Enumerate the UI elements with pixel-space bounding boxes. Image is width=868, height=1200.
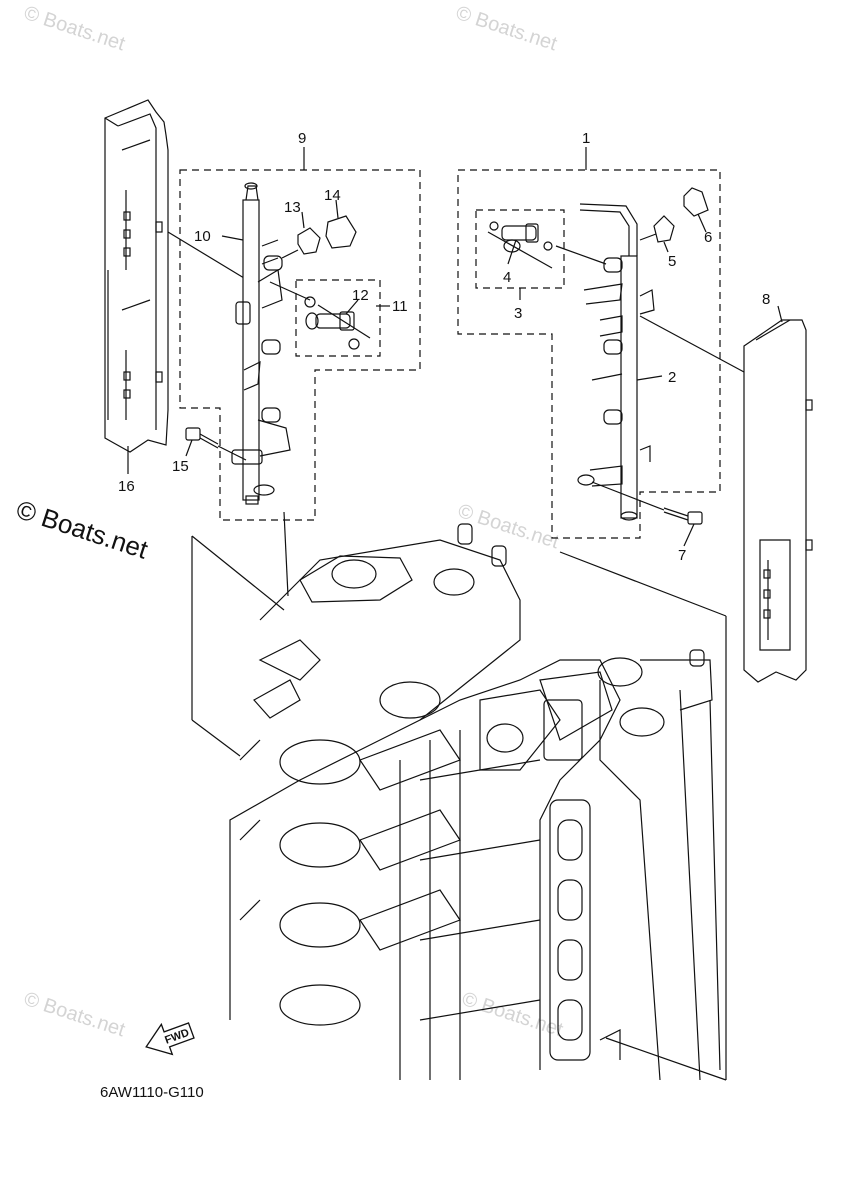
callout-3: 3 [514, 305, 522, 322]
bolt-15 [185, 427, 247, 461]
callout-6: 6 [704, 229, 712, 246]
diagram-code: 6AW1110-G110 [100, 1084, 204, 1101]
shield-left [104, 99, 169, 453]
cylinder-block [229, 523, 721, 1081]
injector-12 [305, 311, 355, 331]
callout-14: 14 [324, 187, 341, 204]
callout-10: 10 [194, 228, 211, 245]
clip-14 [325, 215, 357, 249]
callout-2: 2 [668, 369, 676, 386]
callout-15: 15 [172, 458, 189, 475]
fwd-arrow-icon: FWD [145, 1022, 195, 1056]
callout-5: 5 [668, 253, 676, 270]
callout-9: 9 [298, 130, 306, 147]
clip-5 [653, 215, 675, 243]
callout-1: 1 [582, 130, 590, 147]
shield-right [743, 319, 813, 683]
callout-12: 12 [352, 287, 369, 304]
callout-13: 13 [284, 199, 301, 216]
callout-8: 8 [762, 291, 770, 308]
fuel-rail-right [577, 203, 655, 521]
callout-11: 11 [392, 298, 408, 315]
callout-4: 4 [503, 269, 511, 286]
clip-13 [297, 227, 321, 255]
clip-6 [683, 187, 709, 217]
callout-16: 16 [118, 478, 135, 495]
fuel-rail-left [231, 182, 291, 505]
callout-7: 7 [678, 547, 686, 564]
bolt-7 [591, 481, 703, 525]
injector-4 [501, 223, 539, 253]
